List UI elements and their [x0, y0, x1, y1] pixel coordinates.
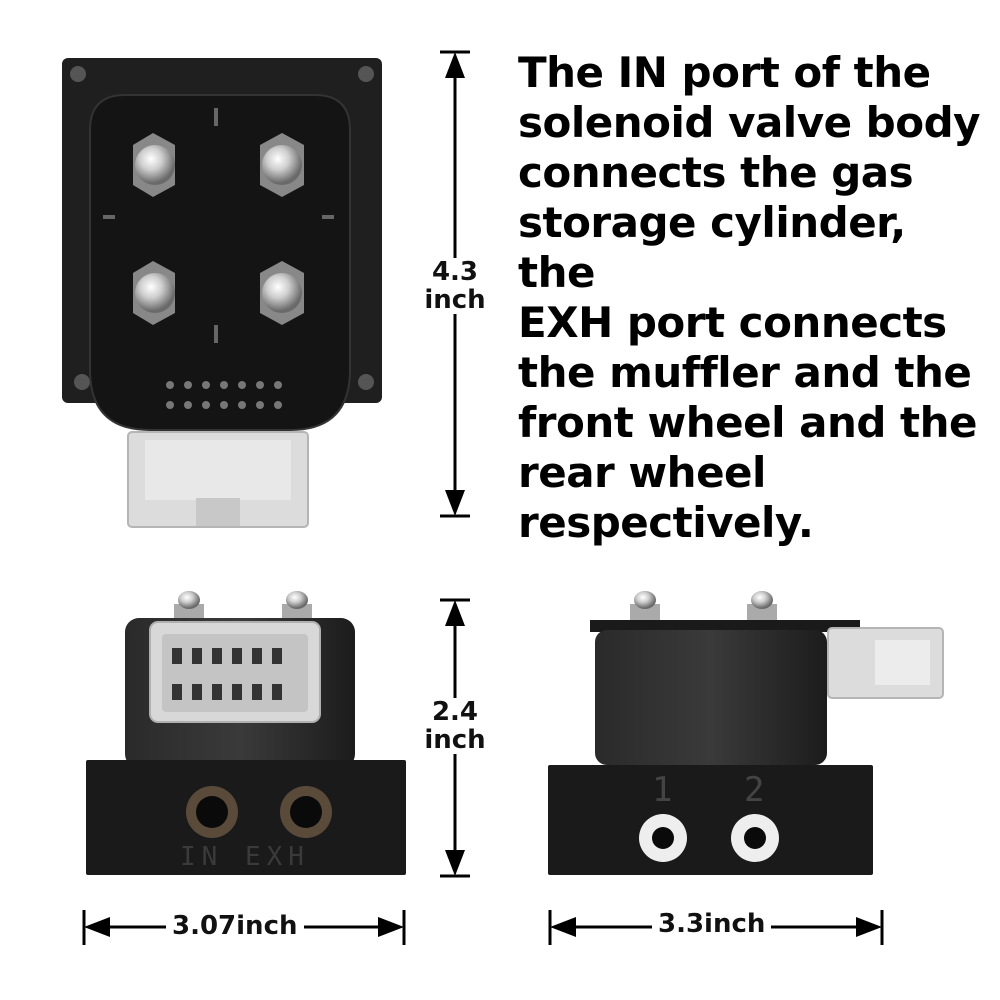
description-text: The IN port of the solenoid valve body c… [518, 48, 988, 548]
height-top-unit: inch [424, 285, 486, 315]
height-top-value: 4.3 [431, 257, 479, 287]
screw-top-right [260, 133, 304, 197]
width-right-label: 3.3inch [652, 909, 772, 939]
description-line: solenoid valve body [518, 98, 981, 147]
screw-top-left [133, 133, 175, 197]
height-bottom-value: 2.4 [431, 697, 479, 727]
description-line: rear wheel [518, 448, 766, 497]
description-line: front wheel and the [518, 398, 978, 447]
screw-bottom-right [260, 261, 304, 325]
description-line: The IN port of the [518, 48, 931, 97]
height-top-label: 4.3 inch [415, 258, 495, 314]
width-left-label: 3.07inch [166, 911, 304, 941]
description-line: the muffler and the [518, 348, 972, 397]
mounting-hole [358, 374, 374, 390]
screw-bottom-left [133, 261, 175, 325]
description-line: EXH port connects [518, 298, 947, 347]
description-line: respectively. [518, 498, 814, 547]
side-view-photo [548, 591, 944, 875]
top-view-photo [62, 58, 382, 528]
port-2-marking: 2 [744, 770, 765, 810]
in-exh-marking: IN EXH [180, 842, 310, 872]
front-view-photo [86, 591, 406, 875]
height-bottom-label: 2.4 inch [415, 698, 495, 754]
description-line: connects the gas [518, 148, 914, 197]
port-1-marking: 1 [652, 770, 673, 810]
mounting-hole [358, 66, 374, 82]
description-line: storage cylinder, the [518, 198, 906, 297]
mounting-hole [74, 374, 90, 390]
height-bottom-unit: inch [424, 725, 486, 755]
mounting-hole [70, 66, 86, 82]
